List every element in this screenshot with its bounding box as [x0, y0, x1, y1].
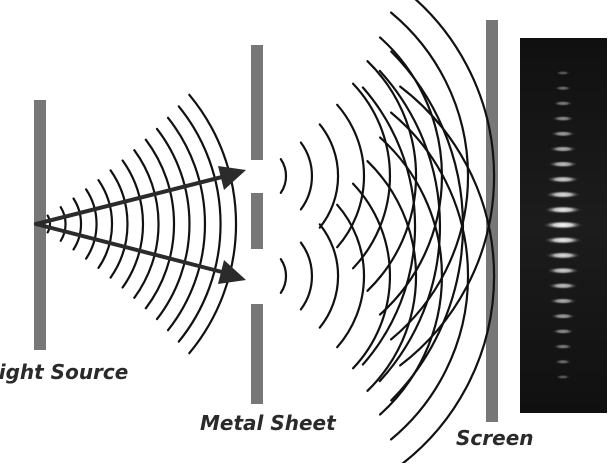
outer-wavefront	[390, 50, 465, 402]
bright-fringe	[550, 130, 576, 137]
metal-sheet-label: Metal Sheet	[200, 411, 337, 435]
source-wavefront	[59, 206, 67, 242]
bright-fringe	[554, 85, 572, 91]
source-wavefront	[97, 179, 114, 269]
source-wavefront	[144, 138, 176, 310]
source-wavefront	[133, 149, 160, 299]
outer-wavefront	[378, 69, 441, 383]
metal-sheet-top-segment	[251, 45, 263, 160]
bright-fringe	[551, 328, 575, 335]
bright-fringe	[546, 175, 580, 184]
bright-fringe	[551, 115, 575, 122]
bright-fringe	[546, 266, 580, 275]
bright-fringe	[542, 220, 584, 230]
bright-fringe	[550, 313, 576, 320]
slit-wavefront	[352, 82, 392, 270]
source-wavefront	[85, 188, 98, 260]
slit-wavefront	[336, 203, 366, 349]
triangle-arrowhead-icon	[218, 260, 246, 284]
triangle-arrowhead-icon	[218, 166, 246, 190]
outer-wavefront	[361, 86, 417, 366]
source-wavefronts	[46, 93, 238, 355]
source-wavefront	[72, 197, 83, 251]
bright-fringe	[554, 359, 572, 365]
metal-sheet-bottom-segment	[251, 304, 263, 404]
source-wavefront	[177, 105, 222, 343]
slit-wavefront	[279, 158, 288, 194]
slit-wavefront	[318, 223, 340, 329]
screen-label: Screen	[456, 426, 534, 450]
arrow-to-bottom-slit	[34, 222, 246, 284]
source-wavefront	[188, 93, 238, 355]
bright-fringe	[552, 100, 574, 107]
bright-fringe	[548, 297, 578, 305]
source-wavefront	[166, 116, 207, 332]
light-source-label: Light Source	[0, 360, 128, 384]
bright-fringe	[543, 236, 583, 245]
bright-fringe	[543, 205, 583, 214]
bright-fringe	[555, 70, 571, 76]
slit-wavefront	[366, 160, 418, 392]
slit-wavefront	[279, 258, 288, 294]
slit-wavefront	[336, 103, 366, 249]
source-wavefront	[121, 159, 145, 289]
arrow-to-top-slit	[34, 166, 246, 226]
slit-wavefronts	[279, 0, 496, 463]
bright-fringe	[552, 343, 574, 350]
interference-fringes	[542, 70, 584, 380]
metal-sheet-middle-segment	[251, 193, 263, 249]
source-wavefront	[46, 214, 52, 234]
slit-wavefront	[318, 123, 340, 229]
bright-fringe	[547, 282, 579, 290]
bright-fringe	[555, 374, 571, 380]
bright-fringe	[548, 145, 578, 153]
source-wavefront	[155, 127, 191, 321]
bright-fringe	[547, 160, 579, 168]
bright-fringe	[544, 251, 582, 260]
bright-fringe	[544, 190, 582, 199]
slit-wavefront	[352, 182, 392, 370]
slit-wavefront	[299, 141, 314, 211]
slit-wavefront	[299, 241, 314, 311]
source-wavefront	[109, 169, 129, 279]
